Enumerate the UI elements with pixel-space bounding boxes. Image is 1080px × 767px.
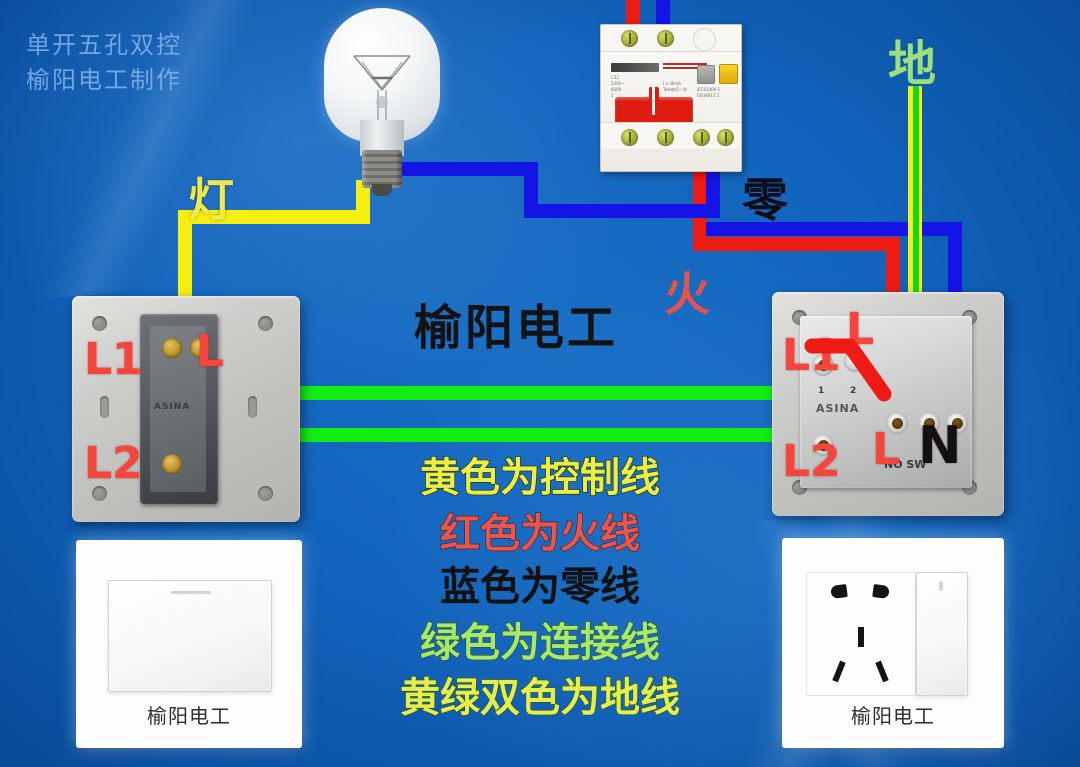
socket-terminal-num-2: 2 (850, 386, 857, 396)
socket-pin-live (832, 660, 846, 683)
socket-terminal-l2[interactable] (812, 434, 834, 456)
legend-item-live: 红色为火线 (439, 510, 640, 557)
breaker-spec-left: C32 230V~ 6000 3 (611, 75, 625, 98)
breaker-terminal-screw-b1[interactable] (621, 129, 638, 146)
wire-neutral-seg-right (706, 222, 962, 236)
right-socket-label-neutral: N (918, 416, 962, 476)
wire-neutral-mid-run (524, 204, 720, 218)
switch-rocker[interactable] (108, 580, 272, 692)
socket-switch-indicator (939, 581, 943, 591)
legend-item-link: 绿色为连接线 (419, 619, 660, 666)
legend-item-earth: 黄绿双色为地线 (399, 675, 680, 722)
bulb-glass (324, 8, 440, 142)
label-live-wire: 火 (664, 267, 710, 321)
wire-live-jumper (804, 338, 892, 402)
right-socket-brand: ASINA (816, 402, 860, 415)
socket-terminal-l1[interactable] (812, 354, 834, 376)
wire-link2-run (156, 428, 830, 442)
wire-live-input (626, 0, 640, 30)
socket-pin-two-left (830, 583, 848, 600)
breaker-terminal-screw-b2[interactable] (657, 129, 674, 146)
breaker-brand-stripe (663, 63, 707, 71)
socket-terminal-live[interactable] (886, 412, 908, 434)
page-title: 榆阳电工 (414, 300, 619, 356)
switch-photo-caption: 榆阳电工 (147, 704, 231, 728)
socket-terminal-num-1: 1 (818, 386, 825, 396)
socket-pin-neutral (875, 660, 889, 683)
wire-lamp-seg-left (178, 210, 370, 224)
mount-slot-right (248, 396, 257, 418)
breaker-terminal-screw-t2[interactable] (657, 30, 674, 47)
bulb-screw-base (362, 150, 402, 188)
circuit-breaker[interactable]: C32 230V~ 6000 3 I n 30mA Test每月一次 IEC61… (600, 24, 742, 172)
watermark-text: 单开五孔双控 榆阳电工制作 (26, 31, 182, 94)
wire-neutral-input (656, 0, 670, 30)
breaker-blank-port (693, 28, 716, 51)
legend-block: 黄色为控制线 红色为火线 蓝色为零线 绿色为连接线 黄绿双色为地线 (0, 455, 1080, 722)
wire-link1-run (156, 386, 846, 400)
breaker-terminal-screw-b3[interactable] (693, 129, 710, 146)
mount-hole-br (258, 486, 273, 501)
breaker-reset-button[interactable] (697, 65, 715, 84)
socket-terminal-neutral[interactable] (946, 412, 968, 434)
wire-live-seg-right (693, 237, 900, 251)
wire-neutral-bulb-run (388, 162, 538, 176)
mount-hole-tr (258, 316, 273, 331)
right-socket-label-l2: L2 (782, 436, 841, 487)
breaker-spec-mid: I n 30mA Test每月一次 (663, 81, 687, 92)
socket-photo-caption: 榆阳电工 (851, 704, 935, 728)
socket-pin-earth (858, 627, 864, 647)
mount-slot-left (100, 396, 109, 418)
left-switch-label-l2: L2 (84, 438, 143, 489)
socket-outlet-face (806, 572, 916, 696)
socket-product-photo: 榆阳电工 (782, 538, 1004, 748)
left-switch-mechanism[interactable]: ASINA (140, 314, 218, 504)
left-switch-brand: ASINA (154, 402, 191, 412)
legend-item-neutral: 蓝色为零线 (440, 564, 640, 611)
mount-hole-bl (92, 486, 107, 501)
legend-item-lamp: 黄色为控制线 (419, 455, 661, 502)
bulb-contact-tip (372, 184, 392, 196)
left-switch-terminal-l2[interactable] (162, 454, 182, 474)
breaker-test-button[interactable] (719, 64, 738, 84)
breaker-spec-right: IEC61009-1 GB16917.1 (697, 87, 721, 98)
breaker-terminal-screw-t1[interactable] (621, 30, 638, 47)
socket-switch-rocker[interactable] (916, 572, 968, 696)
left-switch-terminal-l1[interactable] (162, 338, 182, 358)
breaker-brand-logo (611, 63, 659, 72)
switch-indicator-line (171, 591, 211, 594)
socket-terminal-earth[interactable] (918, 412, 940, 434)
left-switch-backplate: ASINA (72, 296, 300, 522)
right-socket-label-live: L (872, 424, 901, 475)
breaker-terminal-screw-b4[interactable] (717, 129, 734, 146)
mount-hole-tl (92, 316, 107, 331)
label-neutral-wire: 零 (742, 173, 788, 227)
left-switch-label-l1: L1 (84, 334, 143, 385)
label-earth-wire: 地 (888, 36, 937, 92)
switch-product-photo: 榆阳电工 (76, 540, 302, 748)
right-socket-mark: NO SW (884, 458, 927, 471)
label-lamp-wire: 灯 (188, 173, 234, 227)
bulb-filament-icon (353, 55, 411, 124)
light-bulb (318, 8, 446, 196)
left-switch-label-l: L (196, 326, 225, 377)
left-switch-terminal-l[interactable] (190, 338, 210, 358)
socket-pin-two-right (872, 583, 890, 600)
